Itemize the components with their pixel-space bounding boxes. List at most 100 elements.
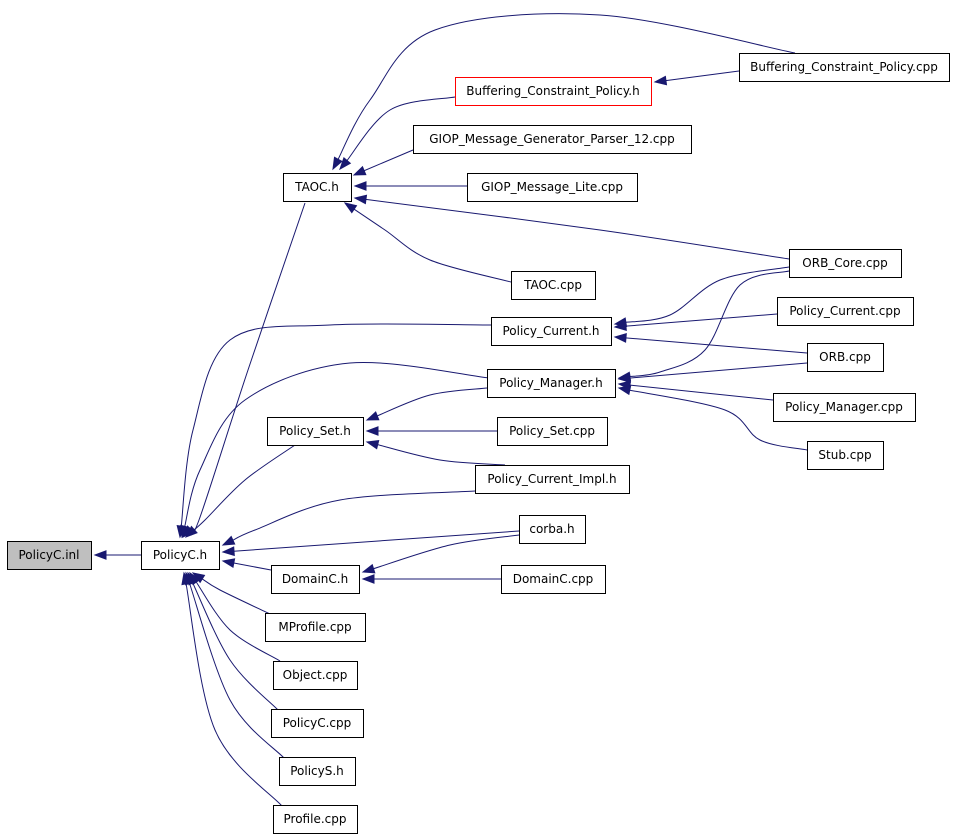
edge-line bbox=[188, 202, 306, 536]
node-box bbox=[497, 417, 608, 446]
edge-line bbox=[194, 580, 281, 662]
node-box bbox=[501, 565, 606, 594]
node-box bbox=[773, 393, 916, 422]
edge-line bbox=[191, 580, 279, 711]
node-box bbox=[455, 77, 652, 106]
node-policy-set-h[interactable]: Policy_Set.h bbox=[267, 417, 364, 446]
edge-policyc-cpp-to-policyc-h bbox=[187, 571, 279, 711]
node-policy-current-impl-h[interactable]: Policy_Current_Impl.h bbox=[475, 465, 630, 494]
node-label: PolicyS.h bbox=[290, 764, 344, 778]
arrowhead bbox=[613, 321, 627, 331]
arrowhead bbox=[653, 75, 668, 86]
edge-buffering-constraint-policy-h-to-taoc-h bbox=[339, 96, 456, 171]
node-policy-current-h[interactable]: Policy_Current.h bbox=[491, 317, 612, 346]
edge-line bbox=[188, 581, 285, 759]
node-box bbox=[467, 173, 638, 202]
node-giop-message-lite-cpp[interactable]: GIOP_Message_Lite.cpp bbox=[467, 173, 638, 202]
node-label: corba.h bbox=[529, 522, 574, 536]
edge-line bbox=[231, 530, 520, 552]
node-box bbox=[487, 369, 616, 398]
arrowhead bbox=[343, 202, 358, 214]
edge-line bbox=[183, 361, 490, 529]
node-box bbox=[475, 465, 630, 494]
node-label: GIOP_Message_Lite.cpp bbox=[481, 180, 623, 194]
edge-line bbox=[362, 149, 414, 172]
node-buffering-constraint-policy-cpp[interactable]: Buffering_Constraint_Policy.cpp bbox=[739, 53, 950, 82]
node-label: Policy_Set.h bbox=[279, 424, 351, 438]
node-box bbox=[279, 757, 356, 786]
node-label: Policy_Set.cpp bbox=[509, 424, 595, 438]
arrowhead bbox=[361, 574, 375, 584]
edge-policy-current-impl-h-to-policy-set-h bbox=[365, 440, 506, 466]
node-mprofile-cpp[interactable]: MProfile.cpp bbox=[265, 613, 366, 642]
node-taoc-cpp[interactable]: TAOC.cpp bbox=[511, 271, 596, 300]
edge-line bbox=[627, 270, 790, 378]
edge-taoc-h-to-policyc-h bbox=[182, 202, 306, 539]
node-label: TAOC.h bbox=[294, 180, 339, 194]
node-label: TAOC.cpp bbox=[523, 278, 582, 292]
edge-policy-manager-h-to-policy-set-h bbox=[365, 387, 488, 421]
edge-mprofile-cpp-to-policyc-h bbox=[191, 572, 271, 615]
edge-line bbox=[663, 70, 740, 82]
arrowhead bbox=[181, 571, 192, 586]
node-profile-cpp[interactable]: Profile.cpp bbox=[273, 805, 358, 834]
node-box bbox=[273, 661, 358, 690]
node-policy-set-cpp[interactable]: Policy_Set.cpp bbox=[497, 417, 608, 446]
node-box bbox=[807, 343, 884, 372]
node-label: Buffering_Constraint_Policy.h bbox=[466, 84, 639, 98]
node-box bbox=[491, 317, 612, 346]
edge-line bbox=[623, 337, 808, 354]
node-box bbox=[273, 805, 358, 834]
edge-line bbox=[375, 443, 506, 466]
edge-giop-message-lite-cpp-to-taoc-h bbox=[353, 181, 467, 191]
node-box bbox=[265, 613, 366, 642]
node-buffering-constraint-policy-h[interactable]: Buffering_Constraint_Policy.h bbox=[455, 77, 652, 106]
node-policyc-inl[interactable]: PolicyC.inl bbox=[7, 541, 92, 570]
node-orb-cpp[interactable]: ORB.cpp bbox=[807, 343, 884, 372]
edge-line bbox=[352, 207, 512, 283]
node-stub-cpp[interactable]: Stub.cpp bbox=[807, 441, 884, 470]
node-box bbox=[271, 565, 360, 594]
node-taoc-h[interactable]: TAOC.h bbox=[283, 173, 352, 202]
edge-line bbox=[627, 362, 808, 379]
node-policy-manager-cpp[interactable]: Policy_Manager.cpp bbox=[773, 393, 916, 422]
node-policy-current-cpp[interactable]: Policy_Current.cpp bbox=[777, 297, 914, 326]
arrowhead bbox=[93, 550, 107, 560]
edge-taoc-cpp-to-taoc-h bbox=[343, 202, 512, 283]
node-box bbox=[807, 441, 884, 470]
node-label: Policy_Manager.cpp bbox=[785, 400, 903, 414]
node-label: Policy_Current_Impl.h bbox=[487, 472, 616, 486]
node-box bbox=[789, 249, 902, 278]
node-label: GIOP_Message_Generator_Parser_12.cpp bbox=[429, 132, 675, 146]
node-label: PolicyC.cpp bbox=[283, 716, 352, 730]
edge-line bbox=[375, 387, 488, 418]
node-domainc-h[interactable]: DomainC.h bbox=[271, 565, 360, 594]
node-label: MProfile.cpp bbox=[278, 620, 351, 634]
edge-policy-set-h-to-policyc-h bbox=[184, 444, 296, 538]
edge-line bbox=[180, 323, 492, 529]
node-corba-h[interactable]: corba.h bbox=[519, 515, 586, 544]
node-object-cpp[interactable]: Object.cpp bbox=[273, 661, 358, 690]
edge-policy-current-impl-h-to-policyc-h bbox=[221, 490, 476, 546]
node-label: Buffering_Constraint_Policy.cpp bbox=[750, 60, 938, 74]
node-policys-h[interactable]: PolicyS.h bbox=[279, 757, 356, 786]
edge-policyc-h-to-policyc-inl bbox=[93, 550, 141, 560]
edge-giop-message-generator-parser-12-cpp-to-taoc-h bbox=[352, 149, 414, 176]
edge-line bbox=[627, 389, 808, 451]
edge-line bbox=[192, 444, 296, 532]
arrowhead bbox=[365, 411, 380, 421]
node-orb-core-cpp[interactable]: ORB_Core.cpp bbox=[789, 249, 902, 278]
node-giop-message-generator-parser-12-cpp[interactable]: GIOP_Message_Generator_Parser_12.cpp bbox=[413, 125, 692, 154]
edge-line bbox=[336, 13, 796, 162]
edge-policy-set-cpp-to-policy-set-h bbox=[365, 426, 497, 436]
edge-domainc-h-to-policyc-h bbox=[221, 558, 272, 571]
arrowhead bbox=[184, 525, 198, 538]
node-policyc-h[interactable]: PolicyC.h bbox=[141, 541, 220, 570]
node-domainc-cpp[interactable]: DomainC.cpp bbox=[501, 565, 606, 594]
node-policy-manager-h[interactable]: Policy_Manager.h bbox=[487, 369, 616, 398]
node-box bbox=[413, 125, 692, 154]
node-policyc-cpp[interactable]: PolicyC.cpp bbox=[271, 709, 364, 738]
node-box bbox=[739, 53, 950, 82]
edge-profile-cpp-to-policyc-h bbox=[181, 571, 283, 807]
